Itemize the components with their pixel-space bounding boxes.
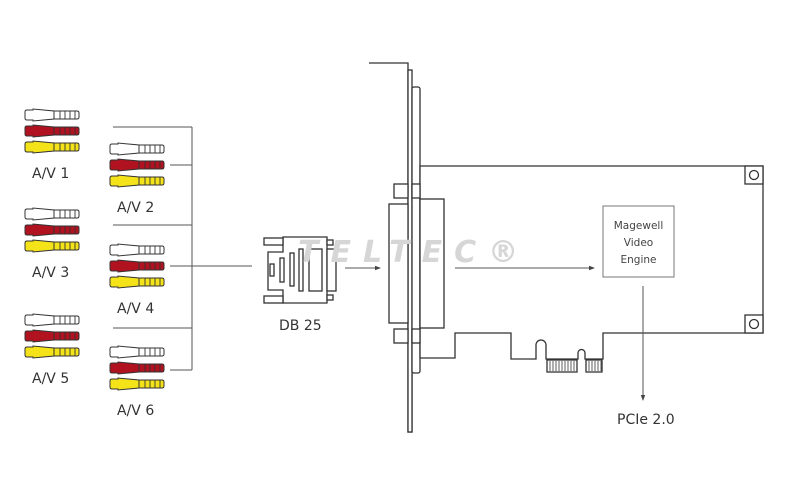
pcie-card [369,62,764,433]
engine-line-3: Engine [621,254,657,266]
white-rca-plug [109,142,165,156]
red-rca-plug [24,329,80,343]
yellow-rca-plug [24,140,80,154]
engine-line-2: Video [624,237,653,249]
av-label: A/V 5 [32,371,69,387]
db25-adapter [263,236,337,304]
av-group-5: A/V 5 [24,313,80,387]
av-cable-groups: A/V 1 A/V 2 A/V 3 A/V 4 A/V 5 A/V 6 [24,108,165,419]
yellow-rca-plug [109,275,165,289]
av-label: A/V 2 [117,200,154,216]
white-rca-plug [24,108,80,122]
db25-label: DB 25 [279,318,322,334]
engine-line-1: Magewell [614,220,664,232]
av-group-2: A/V 2 [109,142,165,216]
red-rca-plug [24,223,80,237]
white-rca-plug [109,243,165,257]
av-label: A/V 1 [32,166,69,182]
av-group-4: A/V 4 [109,243,165,317]
yellow-rca-plug [24,239,80,253]
yellow-rca-plug [109,174,165,188]
cable-bus-lines [113,126,252,371]
red-rca-plug [109,259,165,273]
red-rca-plug [109,158,165,172]
av-label: A/V 4 [117,301,154,317]
white-rca-plug [24,313,80,327]
av-group-1: A/V 1 [24,108,80,182]
watermark-text: TELTEC® [298,235,530,270]
av-group-6: A/V 6 [109,345,165,419]
av-label: A/V 6 [117,403,154,419]
yellow-rca-plug [109,377,165,391]
video-engine-box [602,205,675,278]
pcie-label: PCIe 2.0 [617,412,675,428]
white-rca-plug [109,345,165,359]
yellow-rca-plug [24,345,80,359]
av-group-3: A/V 3 [24,207,80,281]
gold-finger-contacts [546,359,603,373]
white-rca-plug [24,207,80,221]
red-rca-plug [24,124,80,138]
red-rca-plug [109,361,165,375]
av-label: A/V 3 [32,265,69,281]
